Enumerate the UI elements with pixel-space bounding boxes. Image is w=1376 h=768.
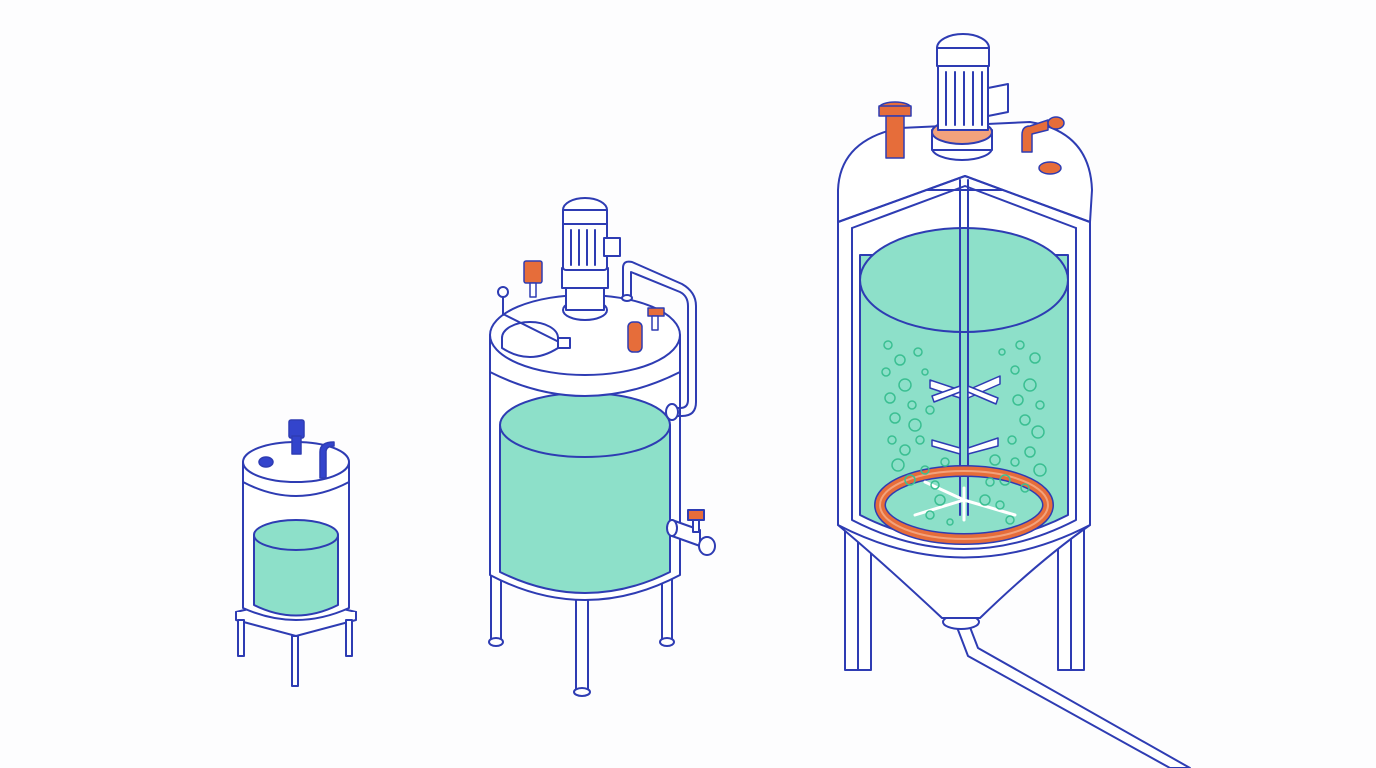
small-vessel-port-icon xyxy=(258,419,335,479)
large-bioreactor-legs xyxy=(844,529,1085,671)
large-bioreactor-motor-icon xyxy=(931,33,1009,161)
medium-tank-sensor-icon xyxy=(523,260,665,353)
sparger-ring-icon xyxy=(874,465,1054,545)
medium-tank-recirculation-pipe xyxy=(621,260,697,421)
medium-tank-valve-icon xyxy=(666,509,716,556)
small-vessel-liquid-surface xyxy=(253,519,339,551)
large-bioreactor-port-icon xyxy=(878,101,1065,175)
medium-tank-hatch xyxy=(497,286,571,358)
large-bioreactor-liquid-surface xyxy=(859,227,1069,333)
medium-stirred-tank xyxy=(488,197,716,697)
medium-tank-liquid-surface xyxy=(499,392,671,458)
large-bioreactor-bubbles xyxy=(881,340,1047,526)
small-vessel-liquid xyxy=(253,534,339,617)
large-bioreactor xyxy=(837,33,1191,768)
medium-tank-motor-icon xyxy=(561,197,621,321)
large-bioreactor-inner-wall xyxy=(851,227,1077,550)
small-bench-vessel xyxy=(235,419,357,687)
large-bioreactor-cutaway xyxy=(837,175,1091,516)
medium-tank-liquid xyxy=(499,424,671,594)
agitator-icon xyxy=(929,375,1001,455)
